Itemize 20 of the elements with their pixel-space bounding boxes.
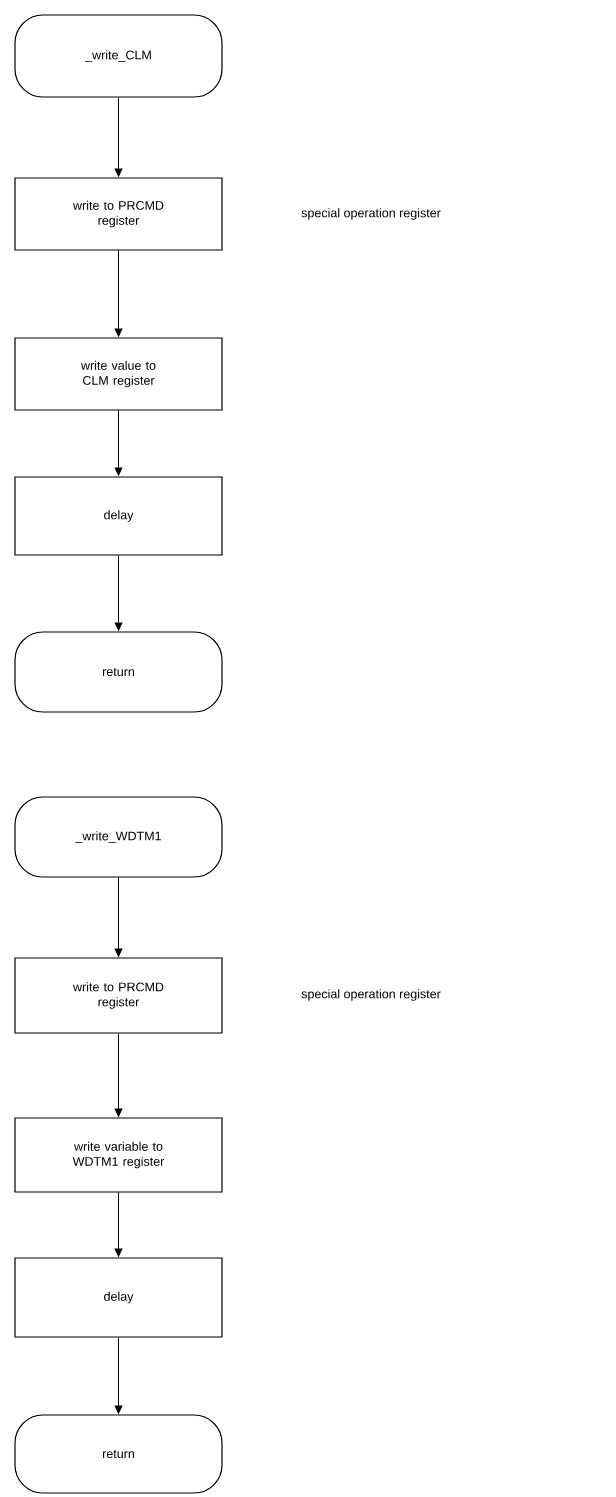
terminal-box: return [14,631,223,713]
side-note: special operation register [301,208,441,220]
process-box: delay [14,1257,223,1338]
arrow [114,555,123,631]
arrow [114,1192,123,1257]
arrow [114,250,123,337]
process-box: write to PRCMD register [14,957,223,1034]
process-box: delay [14,476,223,556]
arrow [114,97,123,177]
terminal-box: return [14,1414,223,1494]
side-note: special operation register [301,989,441,1001]
terminal-box: _write_WDTM1 [14,796,223,878]
arrow [114,410,123,476]
arrow [114,877,123,957]
terminal-box: _write_CLM [14,14,223,98]
process-box: write to PRCMD register [14,177,223,251]
arrow [114,1033,123,1117]
process-box: write variable to WDTM1 register [14,1117,223,1193]
arrow [114,1337,123,1414]
process-box: write value to CLM register [14,337,223,411]
